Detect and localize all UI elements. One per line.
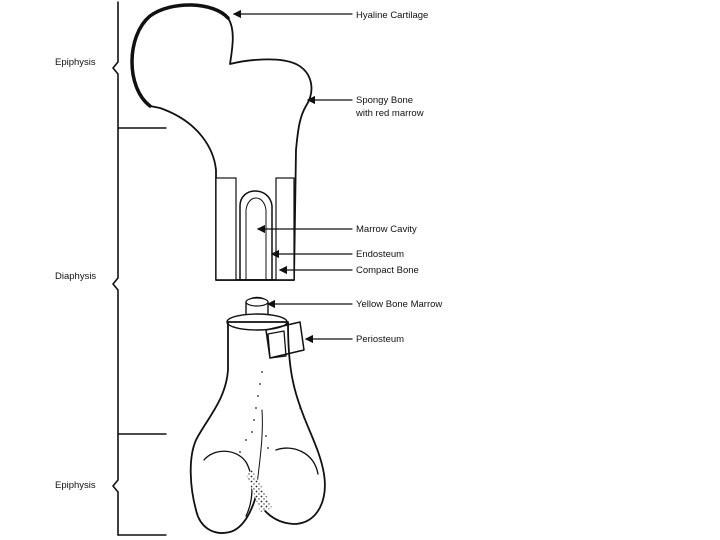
marrow-cavity-label: Marrow Cavity [356, 224, 417, 235]
endosteum-label: Endosteum [356, 249, 404, 260]
proximal-femur [130, 3, 313, 281]
spongy-bone-sublabel: with red marrow [355, 108, 424, 119]
yellow-bone-marrow-label: Yellow Bone Marrow [356, 299, 442, 310]
hyaline-cartilage-cap [130, 3, 230, 108]
diaphysis-label: Diaphysis [55, 271, 96, 282]
spongy-bone-label: Spongy Bone [356, 95, 413, 106]
epiphysis-bottom-label: Epiphysis [55, 480, 96, 491]
compact-bone-label: Compact Bone [356, 265, 419, 276]
compact-bone-left-wall [215, 177, 237, 281]
periosteum-label: Periosteum [356, 334, 404, 345]
hyaline-cartilage-label: Hyaline Cartilage [356, 10, 428, 21]
section-bracket [112, 1, 167, 536]
marrow-cavity [239, 190, 273, 281]
callout-pointers [232, 9, 353, 344]
distal-femur [189, 296, 326, 534]
epiphysis-top-label: Epiphysis [55, 57, 96, 68]
